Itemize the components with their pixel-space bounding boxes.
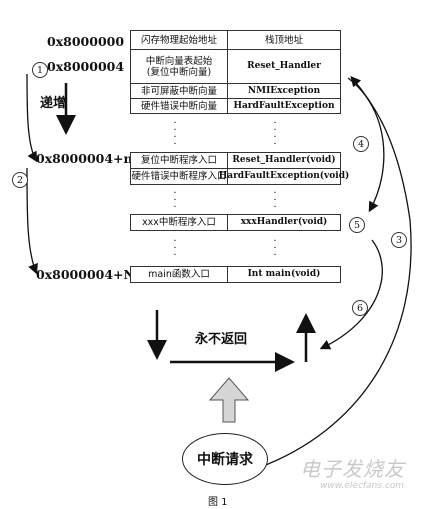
address-0x8000004: 0x8000004 — [47, 59, 125, 74]
table-cell-left: xxx中断程序入口 — [130, 214, 228, 231]
table-cell-right: Reset_Handler(void) — [227, 152, 341, 169]
step-4-circle: 4 — [353, 136, 369, 152]
ellipsis-dots: ··· — [273, 236, 277, 261]
table-cell-left: 闪存物理起始地址 — [130, 30, 228, 50]
table-cell-left: 非可屏蔽中断向量 — [130, 83, 228, 99]
address-0x8000000: 0x8000000 — [47, 34, 125, 49]
table-cell-right: 栈顶地址 — [227, 30, 341, 50]
table-cell-right: HardFaultException — [227, 98, 341, 114]
hollow-up-arrow — [208, 377, 250, 423]
figure-caption: 图 1 — [208, 497, 228, 508]
interrupt-request-label: 中断请求 — [197, 452, 253, 468]
table-cell-left-line1: 中断向量表起始 — [145, 55, 213, 67]
path-3-arrow — [257, 76, 412, 469]
ellipsis-dots: ··· — [173, 188, 177, 213]
table-cell-right: xxxHandler(void) — [227, 214, 341, 231]
step-5-circle: 5 — [349, 217, 365, 233]
table-cell-left: 硬件错误中断向量 — [130, 98, 228, 114]
address-0x8000004-N: 0x8000004+N — [36, 267, 135, 282]
step-2-circle: 2 — [12, 172, 28, 188]
watermark-logo: 电子发烧友 — [300, 457, 405, 481]
table-cell-left-line2: (复位中断向量) — [146, 66, 212, 78]
watermark-url: www.elecfans.com — [320, 481, 405, 491]
table-cell-left: main函数入口 — [130, 266, 228, 283]
table-cell-left: 复位中断程序入口 — [130, 152, 228, 169]
table-cell-right: NMIException — [227, 83, 341, 99]
step-1-circle: 1 — [32, 62, 48, 78]
step-3-circle: 3 — [391, 232, 407, 248]
table-cell-right: Reset_Handler — [227, 49, 341, 84]
path-6-arrow — [319, 239, 383, 350]
table-cell-left: 中断向量表起始 (复位中断向量) — [130, 49, 228, 84]
interrupt-request-node: 中断请求 — [182, 433, 268, 485]
path-4-arrow — [347, 77, 385, 213]
table-cell-right: Int main(void) — [227, 266, 341, 283]
ellipsis-dots: ··· — [173, 236, 177, 261]
ellipsis-dots: ···· — [273, 118, 277, 150]
address-0x8000004-n: 0x8000004+n — [36, 151, 133, 166]
increment-label: 递增 — [40, 96, 67, 111]
path-1-arrow — [26, 73, 38, 163]
ellipsis-dots: ···· — [173, 118, 177, 150]
step-6-circle: 6 — [352, 300, 368, 316]
never-return-label: 永不返回 — [195, 332, 248, 347]
table-cell-left: 硬件错误中断程序入口 — [130, 168, 228, 185]
ellipsis-dots: ··· — [273, 188, 277, 213]
table-cell-right: HardFaultException(void) — [219, 168, 349, 185]
path-2-arrow — [26, 167, 38, 275]
